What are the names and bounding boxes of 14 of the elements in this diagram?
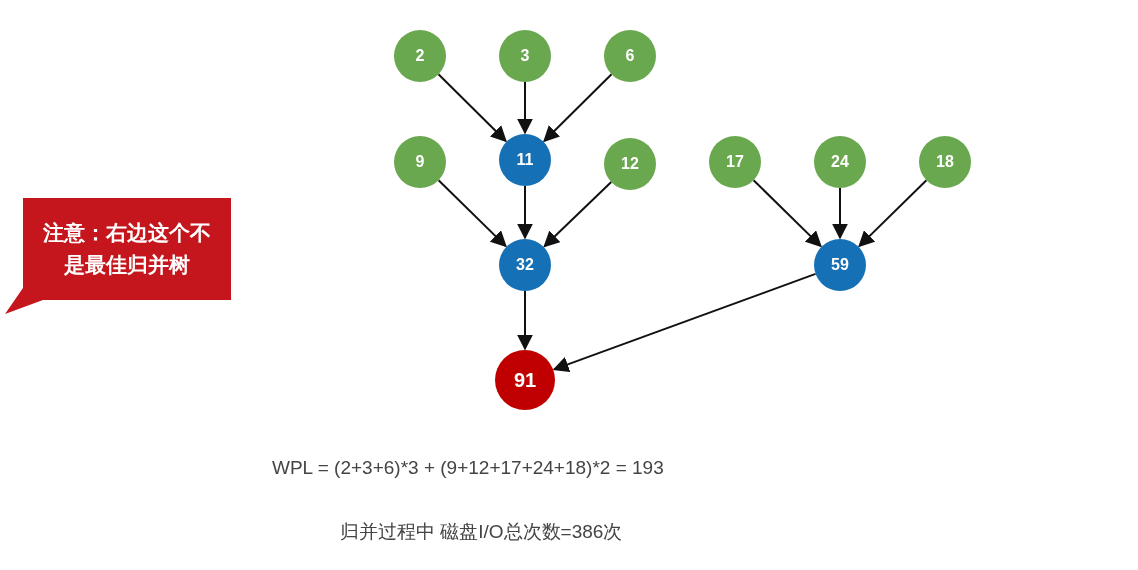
callout-bubble [5,198,231,314]
arrow [858,179,928,248]
formula-text: WPL = (2+3+6)*3 + (9+12+17+24+18)*2 = 193 [272,456,664,480]
arrow [543,73,613,143]
arrow [752,179,822,248]
arrow [832,187,848,240]
arrow [437,179,507,248]
callout-text: 注意：右边这个不是最佳归并树 [42,220,212,278]
arrow [517,81,533,135]
arrow [437,73,507,143]
arrow [543,181,613,248]
arrow [517,185,533,240]
note-text: 归并过程中 磁盘I/O总次数=386次 [340,520,623,544]
arrow [517,290,533,351]
